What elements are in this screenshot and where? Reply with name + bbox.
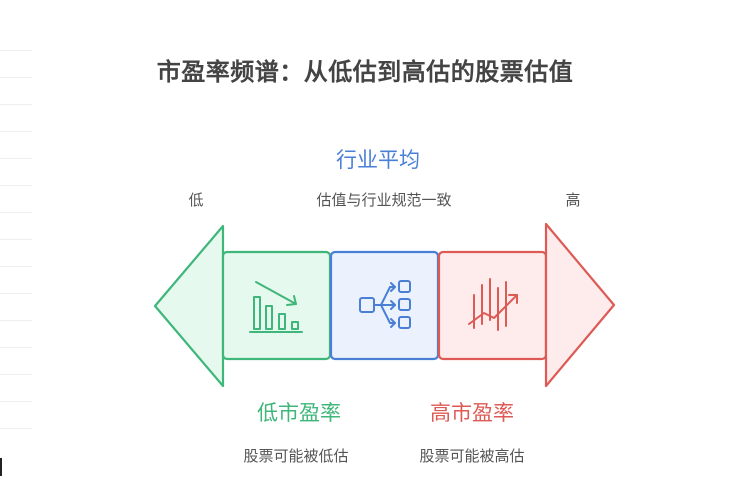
declining-bar-chart-icon xyxy=(249,281,303,333)
left-rule xyxy=(0,104,32,105)
diagram-title: 市盈率频谱：从低估到高估的股票估值 xyxy=(156,58,574,86)
left-rule xyxy=(0,293,32,294)
left-rule xyxy=(0,212,32,213)
rising-trend-icon xyxy=(468,278,518,331)
left-rule xyxy=(0,266,32,267)
left-rule xyxy=(0,131,32,132)
high-arrow xyxy=(544,222,616,388)
left-rule xyxy=(0,50,32,51)
text-cursor xyxy=(0,458,2,476)
low-arrow xyxy=(153,224,225,388)
left-rule xyxy=(0,374,32,375)
high-heading: 高市盈率 xyxy=(430,401,514,425)
low-tag: 低 xyxy=(188,191,204,209)
left-rule xyxy=(0,347,32,348)
left-rule xyxy=(0,158,32,159)
left-rule xyxy=(0,239,32,240)
left-rule xyxy=(0,185,32,186)
left-rule xyxy=(0,428,32,429)
low-description: 股票可能被低估 xyxy=(243,447,349,465)
distribution-icon xyxy=(359,280,411,329)
left-rule xyxy=(0,77,32,78)
high-tag: 高 xyxy=(565,191,581,209)
center-description: 估值与行业规范一致 xyxy=(316,191,452,209)
low-heading: 低市盈率 xyxy=(257,401,341,425)
high-description: 股票可能被高估 xyxy=(419,447,525,465)
center-heading: 行业平均 xyxy=(336,148,420,172)
left-rule xyxy=(0,401,32,402)
low-box xyxy=(221,250,332,361)
left-rule xyxy=(0,320,32,321)
high-box xyxy=(437,250,548,361)
